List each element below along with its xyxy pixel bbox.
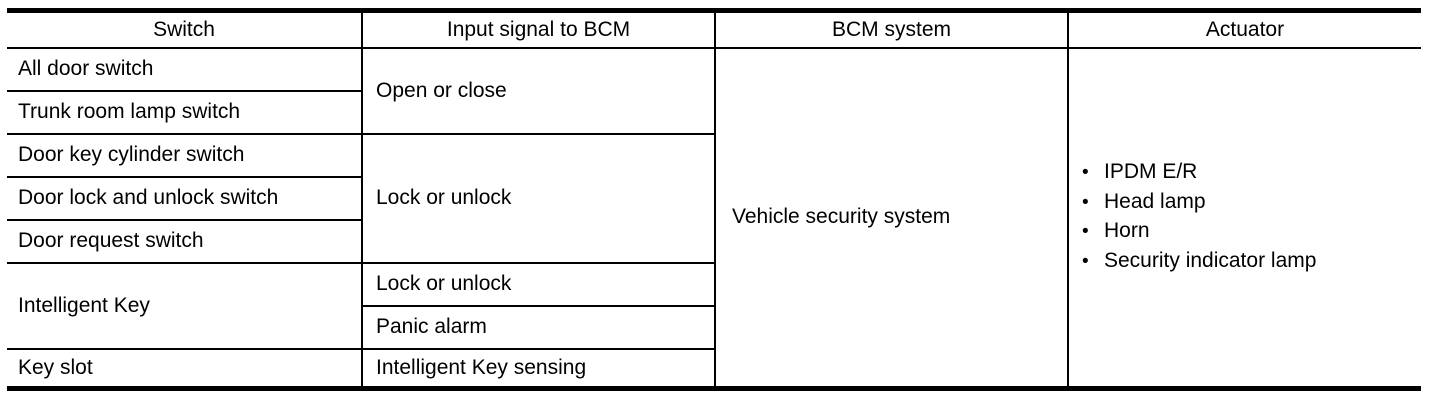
- cell-switch-door-lock-unlock: Door lock and unlock switch: [7, 175, 362, 221]
- cell-switch-intelligent-key: Intelligent Key: [7, 261, 363, 350]
- bullet-icon: •: [1082, 191, 1089, 213]
- cell-switch-key-slot: Key slot: [7, 347, 363, 390]
- cell-switch-all-door: All door switch: [7, 46, 363, 92]
- column-header-bcm-system: BCM system: [714, 9, 1069, 49]
- cell-signal-ikey-lock-or-unlock: Lock or unlock: [361, 261, 715, 307]
- bullet-icon: •: [1082, 250, 1089, 272]
- column-header-input-signal: Input signal to BCM: [361, 9, 716, 49]
- bcm-input-output-table: Switch Input signal to BCM BCM system Ac…: [7, 8, 1421, 391]
- list-item: • IPDM E/R: [1082, 158, 1421, 188]
- cell-signal-panic-alarm: Panic alarm: [362, 304, 715, 350]
- header-row: Switch Input signal to BCM BCM system Ac…: [7, 9, 1421, 49]
- actuator-item-label: Horn: [1104, 219, 1150, 243]
- actuator-item-label: IPDM E/R: [1104, 160, 1198, 184]
- bullet-icon: •: [1082, 162, 1089, 184]
- actuator-item-label: Head lamp: [1104, 189, 1206, 213]
- table-row: Trunk room lamp switch: [7, 89, 1421, 135]
- table-row: Intelligent Key Lock or unlock: [7, 261, 1421, 350]
- actuator-list: • IPDM E/R • Head lamp • Horn • Security ind…: [1069, 158, 1421, 276]
- cell-signal-open-or-close: Open or close: [361, 46, 716, 135]
- table-row: Key slot Intelligent Key sensing: [7, 347, 1421, 390]
- table-row: Door request switch: [7, 218, 1421, 264]
- cell-switch-door-key-cylinder: Door key cylinder switch: [7, 132, 363, 178]
- cell-switch-trunk-room-lamp: Trunk room lamp switch: [7, 89, 362, 135]
- table-row: Door key cylinder switch Lock or unlock: [7, 132, 1421, 264]
- bullet-icon: •: [1082, 221, 1089, 243]
- column-header-actuator: Actuator: [1067, 9, 1421, 49]
- table-row: Panic alarm: [7, 304, 1421, 350]
- actuator-item-label: Security indicator lamp: [1104, 248, 1317, 272]
- cell-bcm-system: Vehicle security system: [714, 46, 1069, 390]
- document-page: Switch Input signal to BCM BCM system Ac…: [7, 8, 1421, 391]
- table-row: Door lock and unlock switch: [7, 175, 1421, 221]
- column-header-switch: Switch: [7, 9, 363, 49]
- cell-actuators: • IPDM E/R • Head lamp • Horn • Security ind…: [1067, 46, 1421, 390]
- list-item: • Head lamp: [1082, 188, 1421, 218]
- list-item: • Horn: [1082, 217, 1421, 247]
- list-item: • Security indicator lamp: [1082, 247, 1421, 277]
- table-row: All door switch Open or close Vehicle se…: [7, 46, 1421, 390]
- cell-signal-lock-or-unlock: Lock or unlock: [361, 132, 715, 264]
- cell-switch-door-request: Door request switch: [7, 218, 362, 264]
- cell-signal-ikey-sensing: Intelligent Key sensing: [361, 347, 715, 390]
